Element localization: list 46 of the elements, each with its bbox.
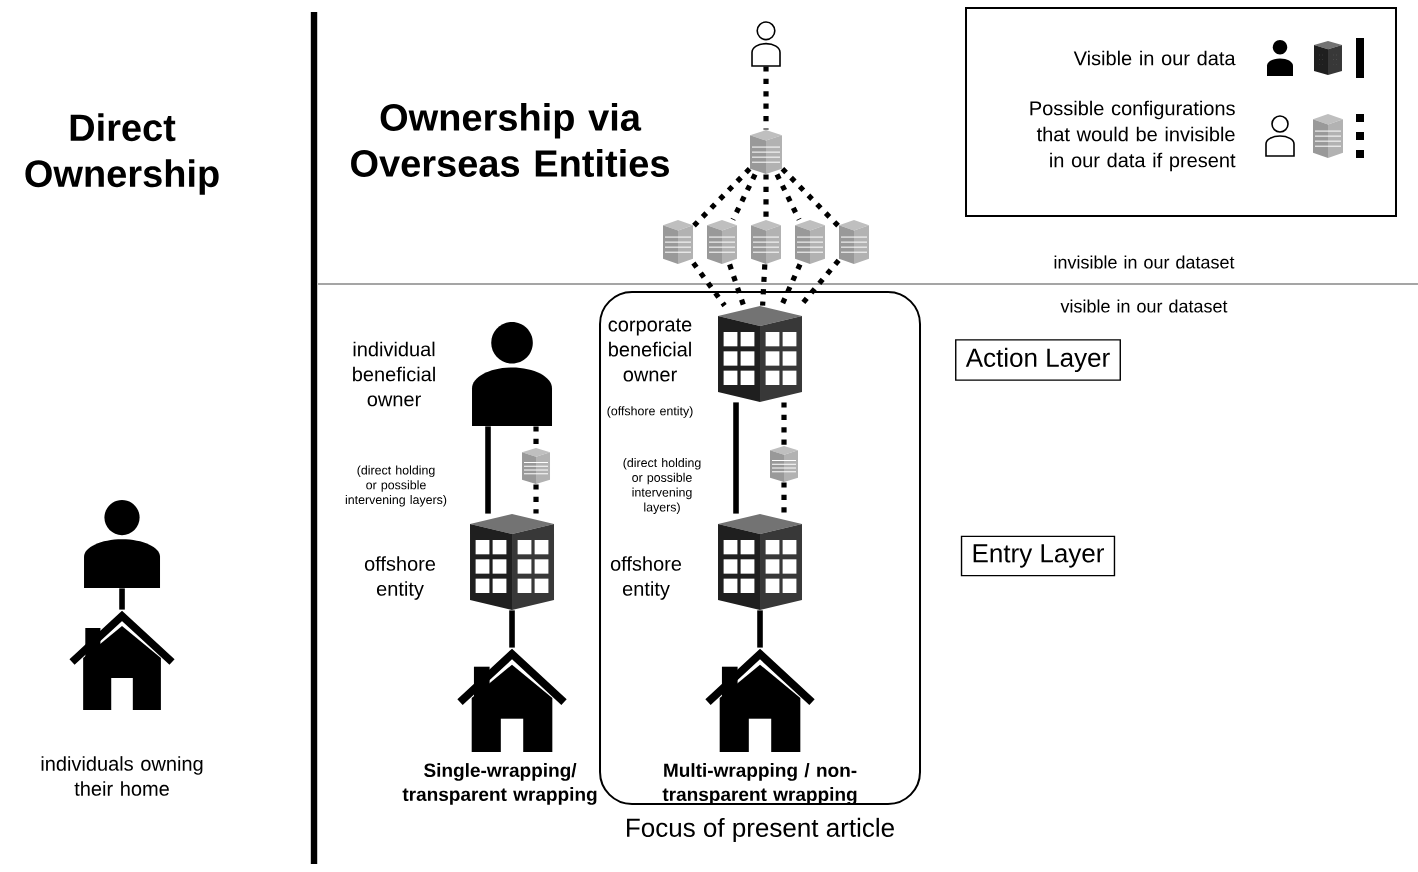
building-icon (839, 220, 869, 264)
connector (774, 173, 802, 221)
connector (780, 166, 841, 229)
icon-caption: Multi-wrapping / non-transparent wrapping (662, 763, 857, 805)
connector (781, 482, 787, 514)
icon-caption: offshore entity (610, 556, 682, 600)
building-icon (795, 220, 825, 264)
building-icon (751, 220, 781, 264)
connector (485, 426, 491, 514)
connector (730, 173, 758, 221)
connector (757, 610, 763, 648)
heading: Direct Ownership (25, 113, 219, 195)
icon-caption: individuals owning their home (41, 756, 203, 796)
connector (509, 610, 515, 648)
connector (691, 261, 727, 308)
icon-caption: individual beneficial owner (353, 341, 435, 407)
person-icon (84, 500, 160, 588)
connector (733, 402, 739, 514)
heading: Ownership via Overseas Entities (351, 103, 669, 177)
connector (691, 166, 752, 229)
layer-box: Action Layer (955, 339, 1121, 381)
icon-caption: offshore entity (364, 556, 436, 600)
connector (533, 484, 539, 514)
connector (533, 426, 539, 448)
icon-caption: corporate beneficial owner (608, 318, 692, 382)
building-icon (750, 130, 782, 174)
legend-label: Visible in our data (1073, 50, 1236, 66)
building-icon (770, 446, 798, 482)
region-label: invisible in our dataset (1054, 255, 1235, 269)
connector (727, 263, 747, 307)
region-label: visible in our dataset (1060, 299, 1228, 313)
building-icon (522, 448, 550, 484)
connector (763, 66, 769, 130)
connector (760, 264, 768, 306)
connector (763, 174, 769, 220)
legend-label: Possible configurations that would be invisible in our data if present (1030, 100, 1236, 172)
building-icon (663, 220, 693, 264)
node-label: Focus of present article (627, 817, 894, 843)
connector (798, 258, 841, 308)
layer-box: Entry Layer (960, 535, 1116, 577)
icon-caption: Single-wrapping/ transparent wrapping (402, 763, 597, 805)
person-icon (751, 21, 781, 67)
connector (119, 588, 125, 610)
connector (781, 402, 787, 446)
building-icon (707, 220, 737, 264)
connector (779, 263, 803, 307)
